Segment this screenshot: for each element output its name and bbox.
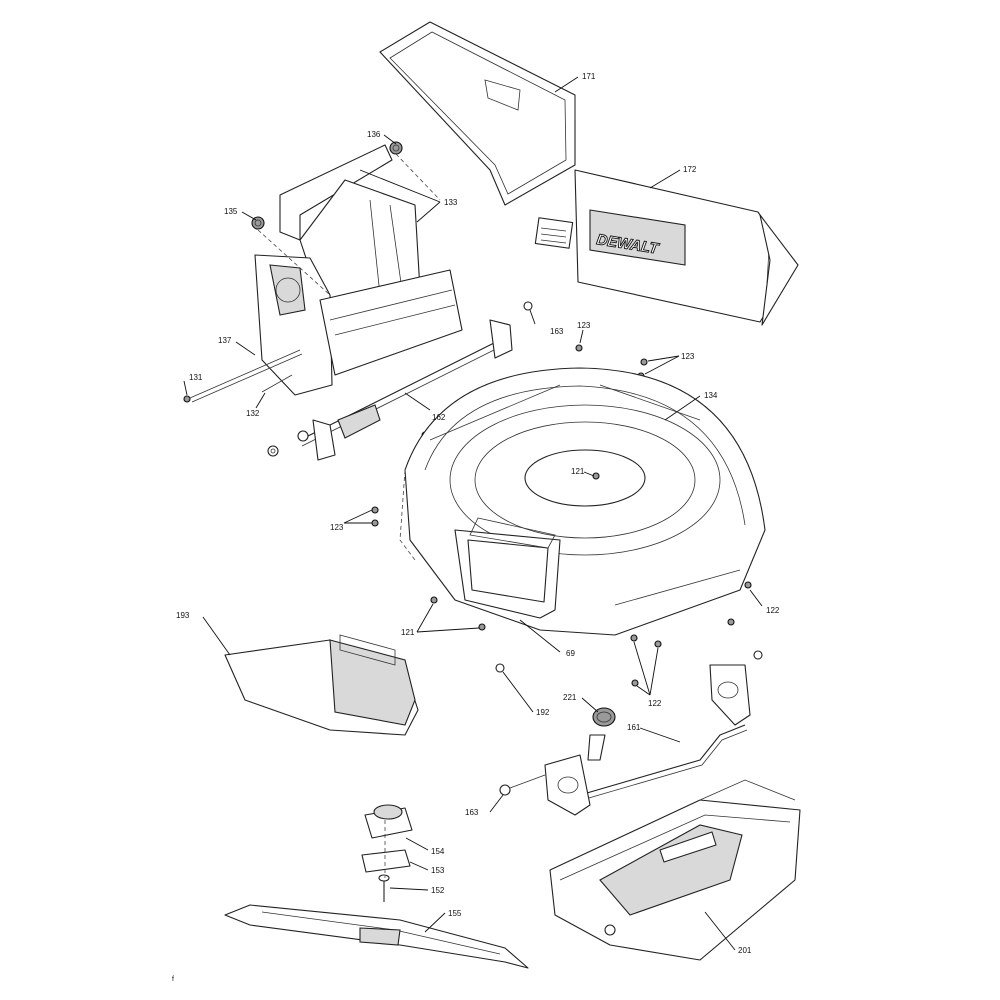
callout-172: 172 xyxy=(683,165,697,174)
page-mark: f xyxy=(172,976,174,983)
part-193-mulch-plug xyxy=(224,634,419,736)
part-153-washer xyxy=(361,849,411,873)
callout-labels: 171 172 136 133 135 137 131 132 162 163 … xyxy=(176,72,780,955)
callout-135: 135 xyxy=(224,207,238,216)
part-135-knob xyxy=(251,216,265,230)
callout-155: 155 xyxy=(448,909,462,918)
leader-lines xyxy=(183,76,763,951)
callout-133: 133 xyxy=(444,198,458,207)
callout-122-lower: 122 xyxy=(648,699,662,708)
callout-132: 132 xyxy=(246,409,260,418)
part-121-bolts xyxy=(430,596,486,631)
callout-201: 201 xyxy=(738,946,752,955)
callout-131: 131 xyxy=(189,373,203,382)
part-172-grass-bag: DEWALT xyxy=(534,169,799,326)
part-69-discharge-flap xyxy=(454,517,561,619)
part-133-rear-housing xyxy=(254,144,463,396)
callout-163-front: 163 xyxy=(465,808,479,817)
callout-193: 193 xyxy=(176,611,190,620)
callout-192: 192 xyxy=(536,708,550,717)
callout-153: 153 xyxy=(431,866,445,875)
callout-161: 161 xyxy=(627,723,641,732)
callout-123-left: 123 xyxy=(330,523,344,532)
part-161-front-axle xyxy=(499,650,763,816)
part-192-nut xyxy=(495,663,505,673)
part-132-pin xyxy=(261,374,293,393)
part-171-grass-bag-frame xyxy=(379,21,576,206)
callout-69: 69 xyxy=(566,649,575,658)
callout-163-rear: 163 xyxy=(550,327,564,336)
part-154-blade-adapter xyxy=(364,804,413,839)
callout-221: 221 xyxy=(563,693,577,702)
callout-123-top: 123 xyxy=(577,321,591,330)
part-155-blade xyxy=(224,904,529,969)
callout-137: 137 xyxy=(218,336,232,345)
part-221-cap xyxy=(592,707,616,727)
part-122-bolts xyxy=(630,581,752,687)
callout-122-right: 122 xyxy=(766,606,780,615)
callout-171: 171 xyxy=(582,72,596,81)
callout-123-right: 123 xyxy=(681,352,695,361)
callout-121-center: 121 xyxy=(571,467,585,476)
part-137-rod xyxy=(189,349,303,403)
callout-162: 162 xyxy=(432,413,446,422)
callout-136: 136 xyxy=(367,130,381,139)
callout-121-lower: 121 xyxy=(401,628,415,637)
callout-154: 154 xyxy=(431,847,445,856)
callout-134: 134 xyxy=(704,391,718,400)
callout-152: 152 xyxy=(431,886,445,895)
part-162-rear-axle xyxy=(267,301,533,461)
part-201-battery-compartment xyxy=(549,779,801,961)
part-152-bolt xyxy=(378,874,390,902)
part-131-nut xyxy=(183,395,191,403)
part-134-mower-deck xyxy=(399,367,766,636)
